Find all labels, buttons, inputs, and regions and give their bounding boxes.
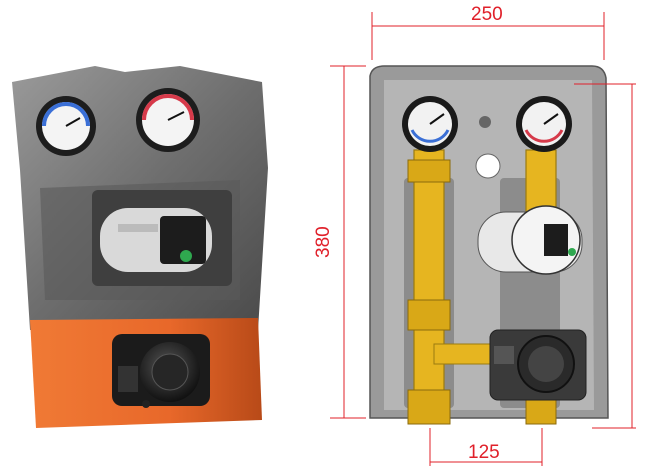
drawing-hot-gauge-icon: [516, 96, 572, 152]
drawing-actuator-icon: [489, 329, 587, 401]
drawing-cold-gauge-icon: [402, 96, 458, 152]
dimension-height-label: 380: [313, 226, 334, 258]
dimension-pipe-spacing-label: 125: [468, 442, 500, 463]
pump-icon: [100, 208, 212, 272]
drawing-supply-pipe: [407, 149, 451, 425]
mixing-valve-actuator-icon: [30, 318, 262, 428]
drawing-pump-icon: [477, 205, 583, 275]
product-photo: [12, 66, 268, 428]
dimension-lines: [330, 12, 636, 466]
dimension-width-label: 250: [471, 4, 503, 25]
cold-gauge-icon: [36, 96, 96, 156]
hot-gauge-icon: [136, 88, 200, 152]
